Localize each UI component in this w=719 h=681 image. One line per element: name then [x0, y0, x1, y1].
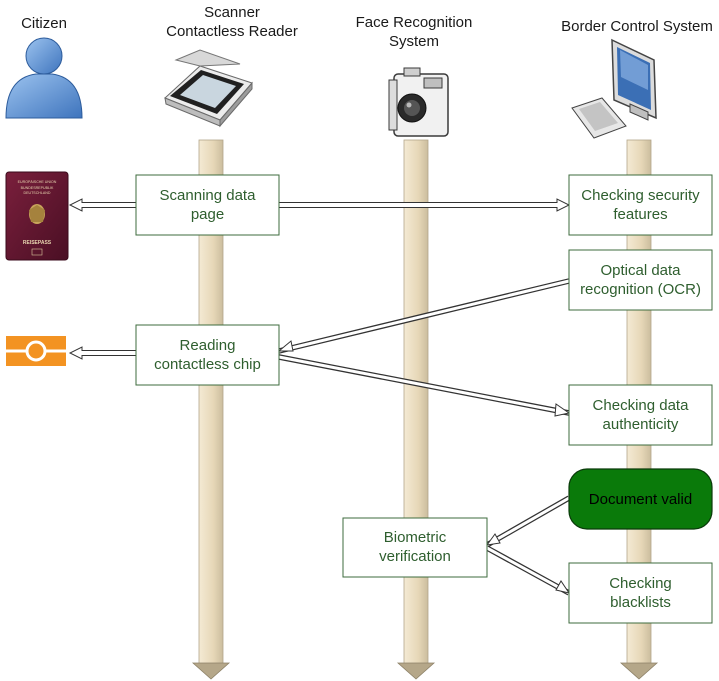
step-document-valid: Document valid — [568, 468, 713, 530]
actor-scanner-line-1: Scanner — [204, 4, 260, 21]
step-reading-contactless-chip-line-1: Reading — [180, 337, 236, 354]
passport-line-3: DEUTSCHLAND — [24, 191, 51, 195]
step-optical-data-recognition-line-1: Optical data — [600, 262, 681, 279]
step-optical-data-recognition-line-2: recognition (OCR) — [580, 281, 701, 298]
computer-icon — [571, 38, 657, 139]
actor-face-line-2: System — [389, 33, 439, 50]
passport-title: REISEPASS — [23, 240, 52, 246]
step-biometric-verification-line-2: verification — [379, 548, 451, 565]
arrow-reader-to-chip — [68, 346, 136, 360]
step-checking-data-authenticity-line-2: authenticity — [603, 416, 679, 433]
arrow-valid-to-biometric — [485, 495, 571, 548]
step-scanning-data-page-line-2: page — [191, 206, 224, 223]
actor-citizen-title: Citizen — [21, 15, 67, 32]
arrow-scan-to-passport — [68, 198, 136, 212]
step-checking-security-features: Checking security features — [568, 174, 713, 236]
step-biometric-verification-line-1: Biometric — [384, 529, 447, 546]
lifeline-face — [396, 139, 436, 680]
step-checking-data-authenticity-line-1: Checking data — [593, 397, 690, 414]
arrow-biometric-to-blacklists — [485, 545, 571, 596]
actor-scanner-line-2: Contactless Reader — [166, 23, 298, 40]
eagle-emblem-icon — [29, 204, 45, 224]
step-checking-security-features-line-2: features — [613, 206, 667, 223]
person-icon — [5, 37, 83, 119]
step-document-valid-line-1: Document valid — [589, 491, 692, 508]
actor-border-line-1: Border Control System — [561, 18, 713, 35]
step-scanning-data-page-line-1: Scanning data — [160, 187, 257, 204]
step-reading-contactless-chip-line-2: contactless chip — [154, 356, 261, 373]
step-biometric-verification: Biometric verification — [342, 517, 488, 578]
step-checking-blacklists-line-2: blacklists — [610, 594, 671, 611]
step-checking-data-authenticity: Checking data authenticity — [568, 384, 713, 446]
actor-border-title: Border Control System — [561, 18, 713, 35]
scanner-icon — [164, 49, 253, 128]
passport-line-2: BUNDESREPUBLIK — [21, 186, 54, 190]
step-checking-security-features-line-1: Checking security — [581, 187, 700, 204]
actor-citizen-line-1: Citizen — [21, 15, 67, 32]
step-checking-blacklists-line-1: Checking — [609, 575, 672, 592]
step-reading-contactless-chip: Reading contactless chip — [135, 324, 280, 386]
step-checking-blacklists: Checking blacklists — [568, 562, 713, 624]
actor-scanner-title: Scanner Contactless Reader — [166, 4, 298, 40]
arrow-reader-to-authenticity — [278, 354, 571, 417]
arrow-ocr-to-reader — [277, 278, 570, 354]
passport-line-1: EUROPÄISCHE UNION — [18, 180, 57, 184]
step-optical-data-recognition: Optical data recognition (OCR) — [568, 249, 713, 311]
passport-icon: EUROPÄISCHE UNION BUNDESREPUBLIK DEUTSCH… — [5, 171, 69, 261]
step-scanning-data-page: Scanning data page — [135, 174, 280, 236]
chip-icon — [6, 336, 66, 366]
actor-face-line-1: Face Recognition — [356, 14, 473, 31]
camera-icon — [388, 67, 449, 137]
actor-face-title: Face Recognition System — [356, 14, 473, 50]
